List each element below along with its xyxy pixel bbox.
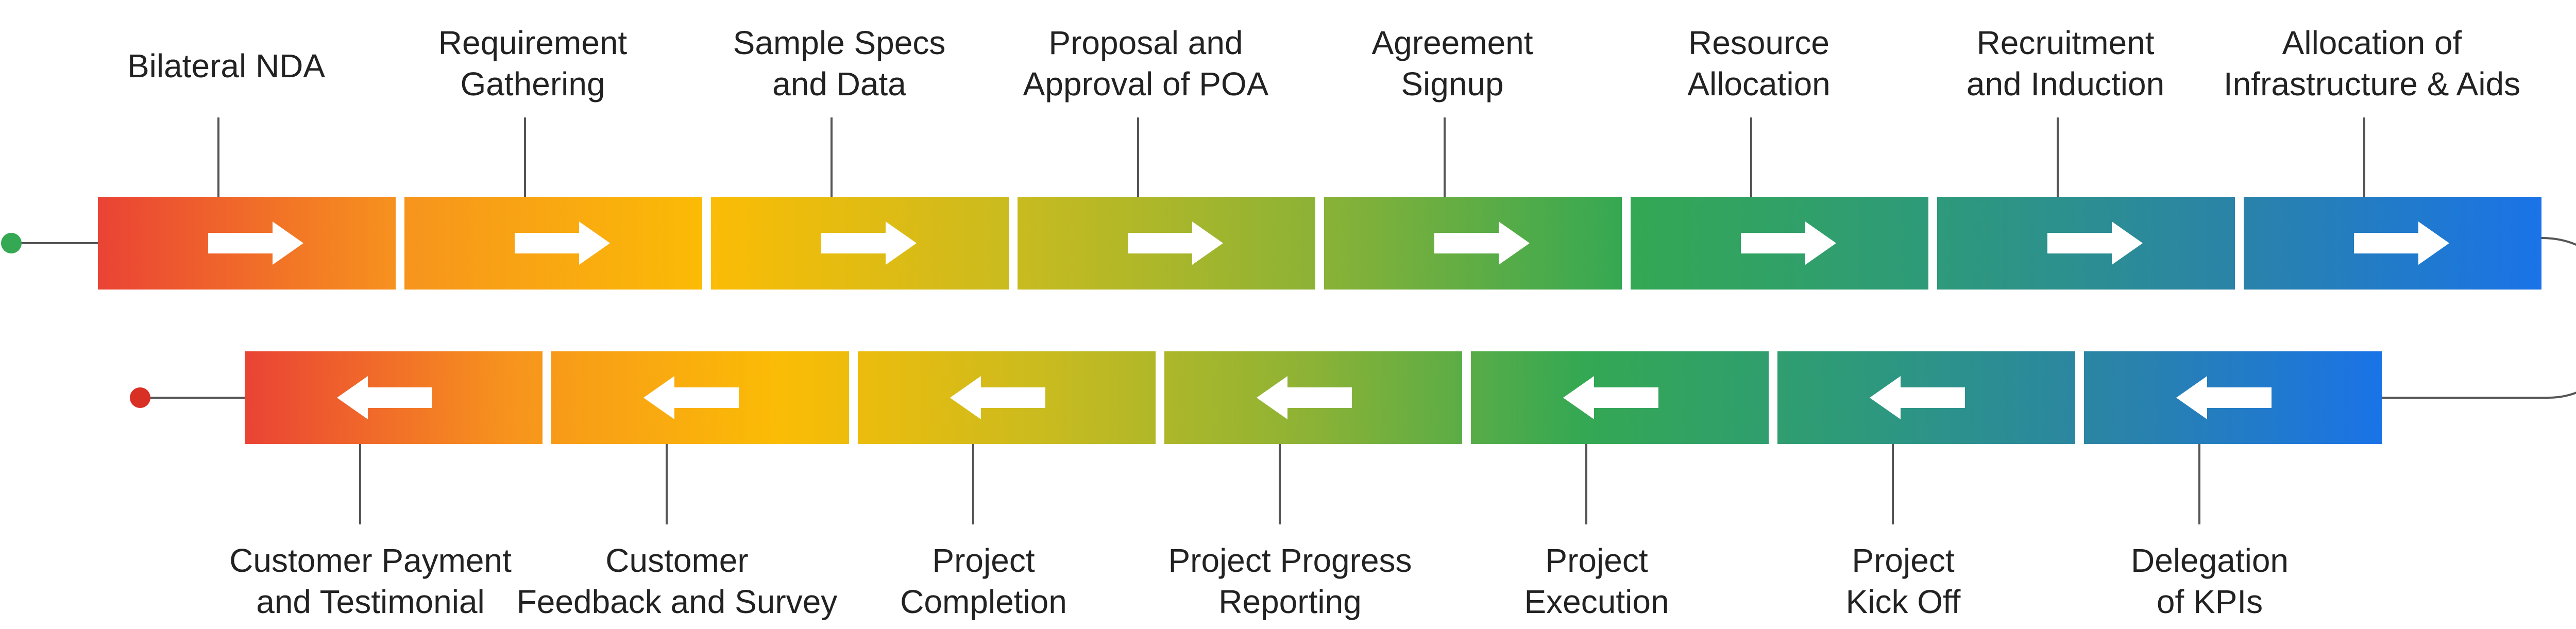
right-arrow-icon — [1434, 222, 1530, 265]
step-proposal-and-approval-of-poa-label-line: Approval of POA — [1023, 65, 1269, 103]
right-arrow-icon — [1128, 222, 1223, 265]
left-arrow-icon — [337, 376, 432, 419]
left-arrow-icon — [643, 376, 739, 419]
endpoint-dots — [1, 233, 150, 408]
step-recruitment-and-induction-label-line: Recruitment — [1977, 24, 2155, 61]
step-resource-allocation-label-line: Allocation — [1687, 65, 1831, 103]
step-sample-specs-and-data-label: Sample Specs and Data — [733, 24, 946, 103]
step-sample-specs-and-data-label-line: Sample Specs — [733, 24, 946, 61]
step-project-kick-off-label-line: Kick Off — [1846, 583, 1961, 620]
step-sample-specs-and-data-label-line: and Data — [772, 65, 906, 103]
step-allocation-of-infrastructure-and-aids-label-line: Allocation of — [2282, 24, 2462, 61]
step-customer-feedback-and-survey-label-line: Feedback and Survey — [517, 583, 838, 620]
step-allocation-of-infrastructure-and-aids-label-line: Infrastructure & Aids — [2224, 65, 2520, 103]
step-project-progress-reporting-label-line: Project Progress — [1168, 542, 1412, 579]
end-dot-icon — [130, 387, 150, 408]
step-bilateral-nda-label-line: Bilateral NDA — [127, 47, 325, 84]
step-resource-allocation-label-line: Resource — [1688, 24, 1829, 61]
step-allocation-of-infrastructure-and-aids-label: Allocation of Infrastructure & Aids — [2224, 24, 2520, 103]
step-customer-payment-and-testimonial-label-line: and Testimonial — [256, 583, 485, 620]
right-arrow-icon — [1741, 222, 1836, 265]
label-ticks — [217, 117, 2365, 524]
step-customer-feedback-and-survey-label-line: Customer — [605, 542, 748, 579]
step-customer-payment-and-testimonial-label-line: Customer Payment — [229, 542, 512, 579]
step-requirement-gathering-label-line: Gathering — [460, 65, 605, 103]
step-project-execution-label-line: Project — [1545, 542, 1648, 579]
left-arrow-icon — [1257, 376, 1352, 419]
left-arrow-icon — [950, 376, 1045, 419]
right-arrow-icon — [2354, 222, 2449, 265]
step-proposal-and-approval-of-poa-label-line: Proposal and — [1048, 24, 1243, 61]
step-recruitment-and-induction-label-line: and Induction — [1967, 65, 2164, 103]
step-project-execution-label-line: Execution — [1524, 583, 1669, 620]
step-bilateral-nda-label: Bilateral NDA — [127, 47, 325, 84]
step-agreement-signup-label-line: Agreement — [1371, 24, 1533, 61]
step-project-completion-label-line: Project — [932, 542, 1035, 579]
step-delegation-of-kpis-label-line: Delegation — [2131, 542, 2289, 579]
step-requirement-gathering-label-line: Requirement — [438, 24, 628, 61]
step-customer-payment-and-testimonial-label: Customer Payment and Testimonial — [229, 542, 512, 620]
left-arrow-icon — [1563, 376, 1658, 419]
left-arrow-icon — [1870, 376, 1965, 419]
step-project-progress-reporting-label-line: Reporting — [1218, 583, 1362, 620]
right-arrow-icon — [208, 222, 303, 265]
step-delegation-of-kpis-label: Delegation of KPIs — [2131, 542, 2289, 620]
step-agreement-signup-label-line: Signup — [1401, 65, 1503, 103]
step-project-kick-off-label-line: Project — [1852, 542, 1954, 579]
start-dot-icon — [1, 233, 22, 253]
step-project-completion-label-line: Completion — [900, 583, 1067, 620]
process-segments — [98, 197, 2541, 444]
step-recruitment-and-induction-label: Recruitment and Induction — [1967, 24, 2164, 103]
right-arrow-icon — [515, 222, 610, 265]
right-arrow-icon — [821, 222, 917, 265]
left-arrow-icon — [2176, 376, 2272, 419]
step-delegation-of-kpis-label-line: of KPIs — [2157, 583, 2263, 620]
right-arrow-icon — [2047, 222, 2143, 265]
connector-lines — [10, 237, 2576, 399]
